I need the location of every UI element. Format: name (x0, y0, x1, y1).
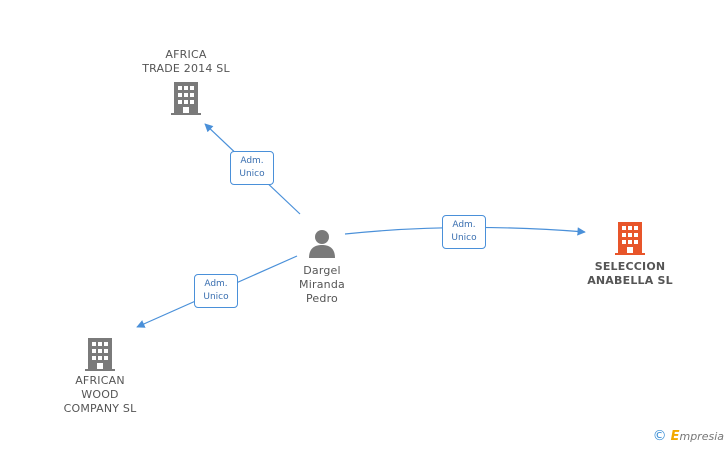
edge-label-african-wood[interactable]: Adm. Unico (194, 274, 238, 308)
edge-label-seleccion[interactable]: Adm. Unico (442, 215, 486, 249)
brand-initial: E (670, 429, 680, 444)
company-node-africa-trade[interactable]: AFRICA TRADE 2014 SL (128, 48, 244, 116)
copyright-icon: © (652, 428, 667, 444)
company-name: AFRICA TRADE 2014 SL (142, 48, 230, 75)
brand-name: mpresia (679, 430, 724, 443)
edge-label-africa-trade[interactable]: Adm. Unico (230, 151, 274, 185)
person-node-dargel[interactable]: Dargel Miranda Pedro (282, 228, 362, 306)
company-node-seleccion[interactable]: SELECCION ANABELLA SL (572, 220, 688, 288)
company-name: SELECCION ANABELLA SL (587, 260, 673, 287)
person-icon (309, 230, 335, 258)
company-name: AFRICAN WOOD COMPANY SL (63, 374, 137, 415)
company-node-african-wood[interactable]: AFRICAN WOOD COMPANY SL (42, 336, 158, 416)
building-icon (171, 82, 201, 115)
empresia-logo: ©Empresia (653, 428, 724, 444)
building-icon (615, 222, 645, 255)
building-icon (85, 338, 115, 371)
person-name: Dargel Miranda Pedro (299, 264, 345, 305)
